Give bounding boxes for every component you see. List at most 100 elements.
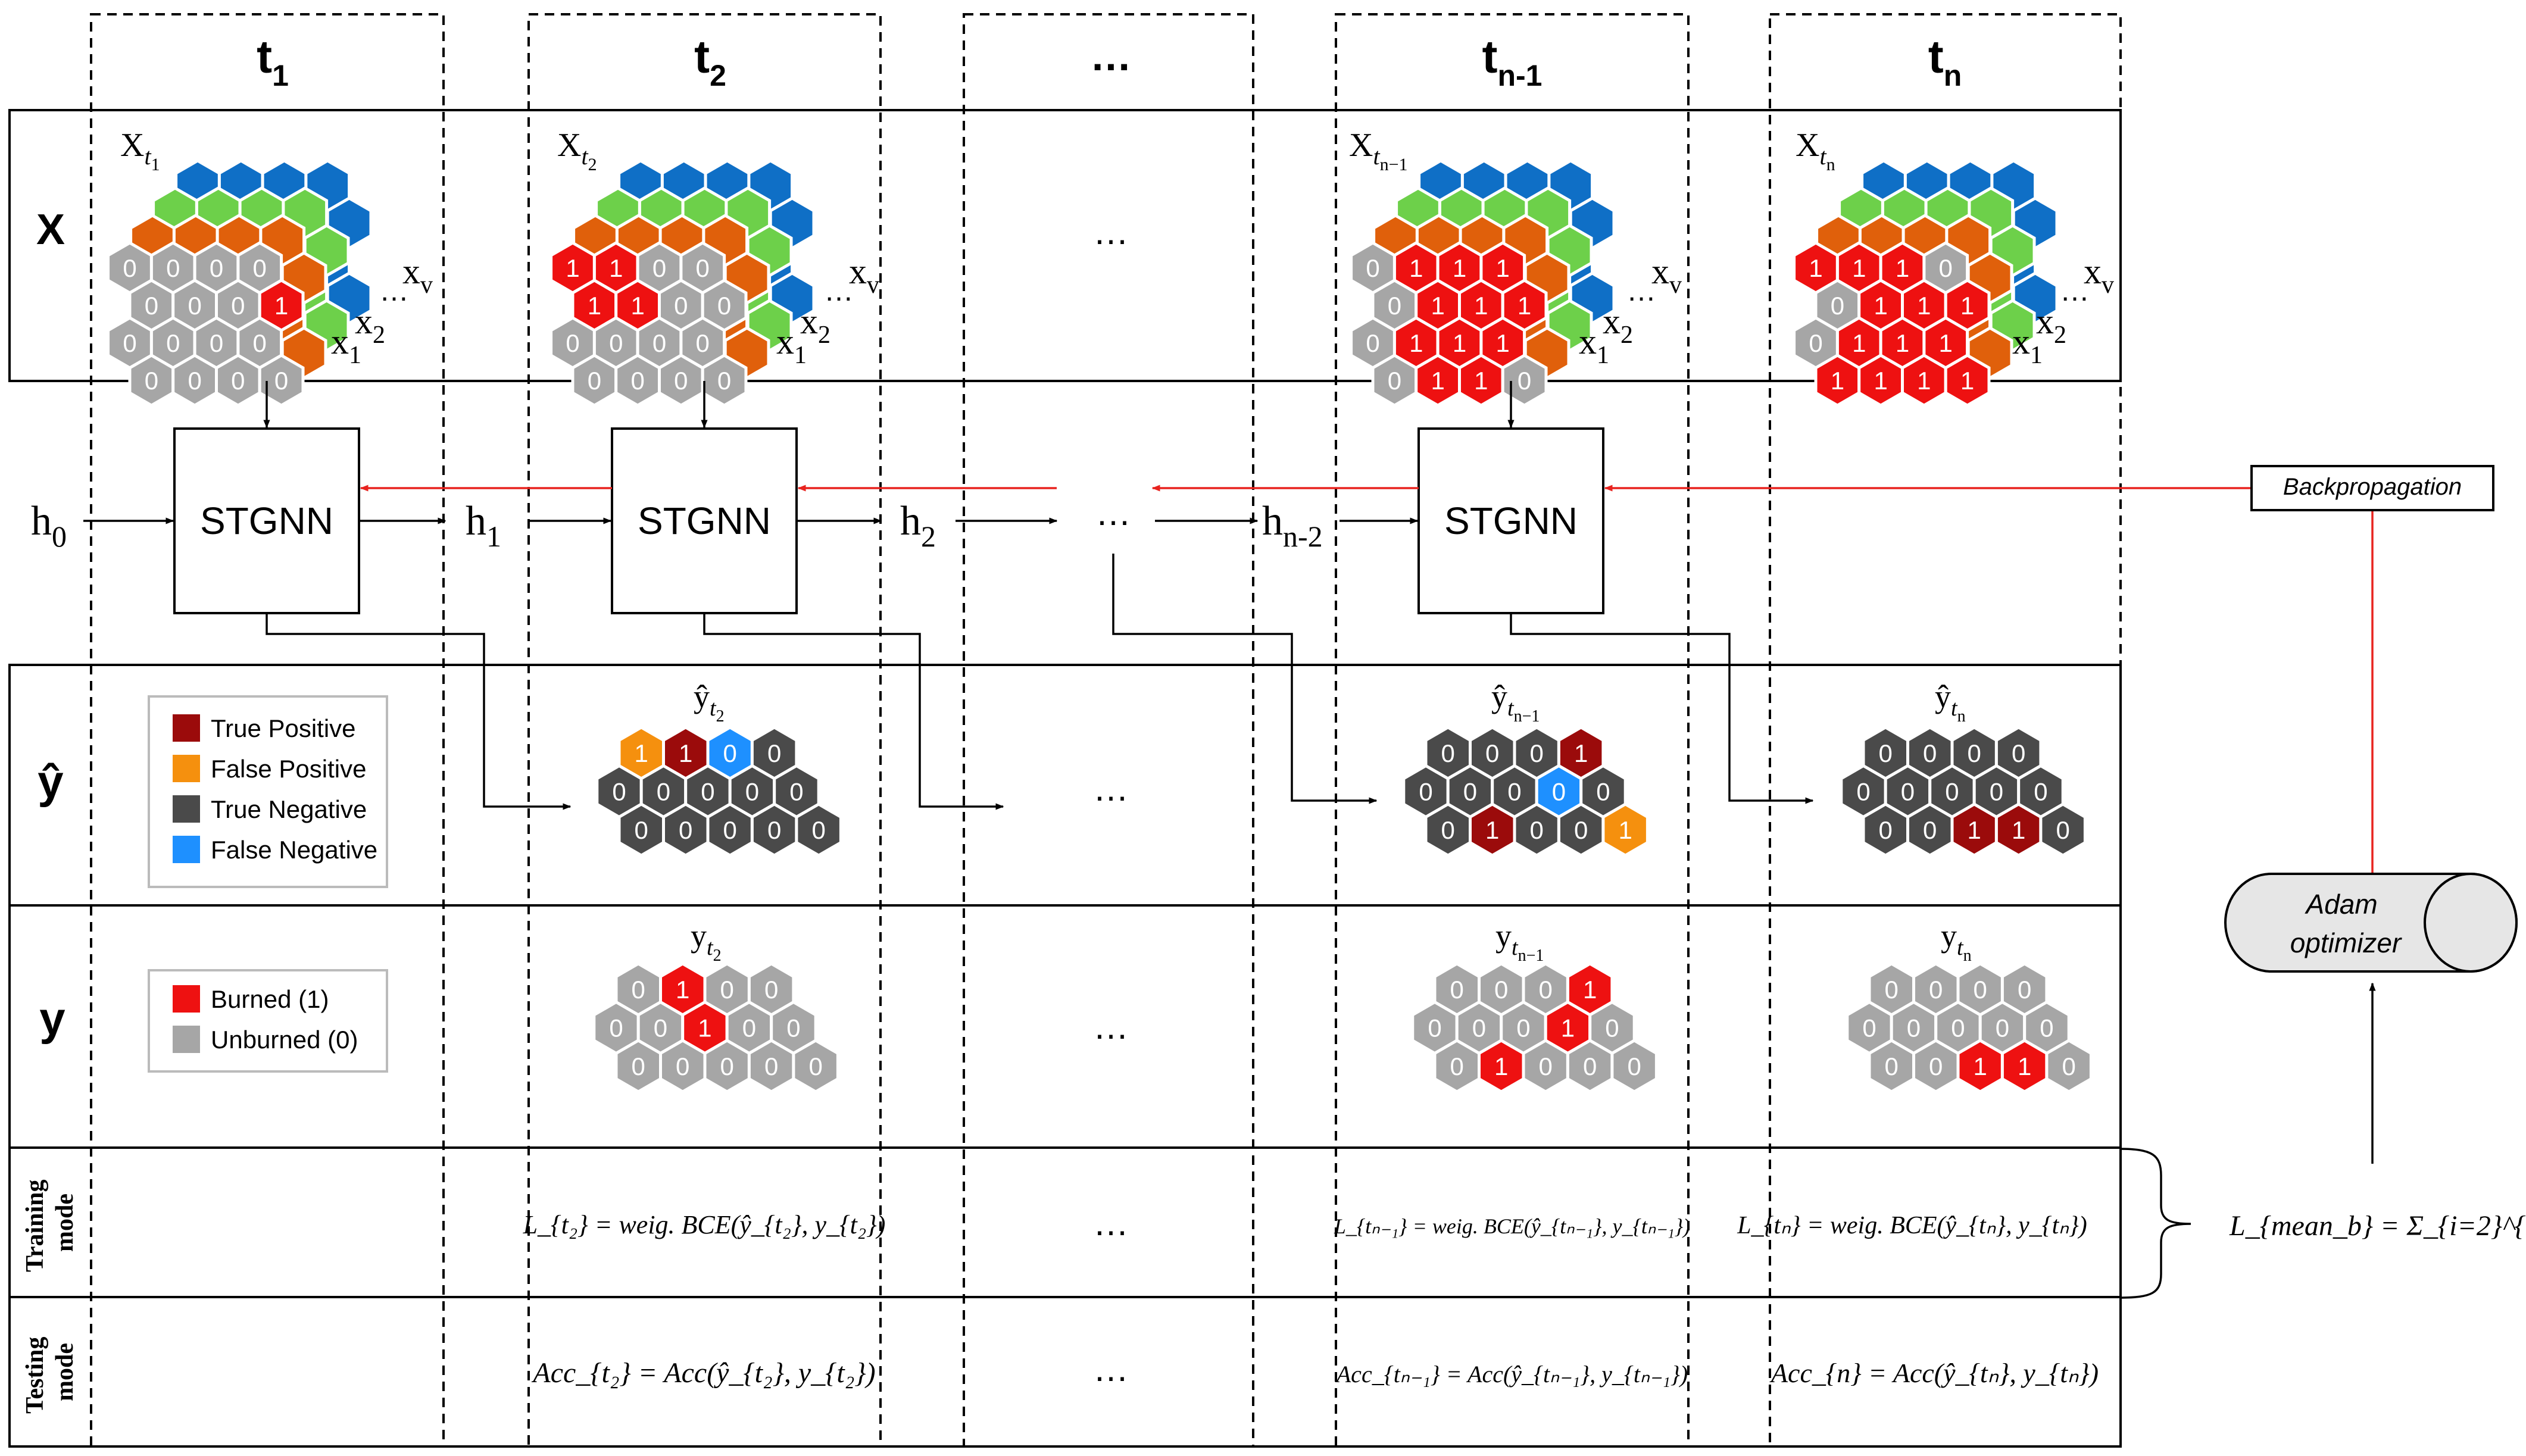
hex-value: 1 [630,292,644,320]
hex-value: 0 [210,329,223,357]
hex-cell: 0 [1610,1039,1658,1093]
feature-label-x2: x2 [800,302,830,349]
hex-value: 1 [1809,254,1822,282]
hex-shape [2045,1039,2093,1093]
hex-value: 1 [1917,367,1931,395]
hex-value: 1 [679,739,692,767]
hex-value: 0 [742,1014,756,1042]
ellipsis-markers: … … … … … [1093,212,1129,1389]
row-label-y: y [39,992,65,1045]
hex-cell: 0 [706,802,754,857]
feature-label-x1: x1 [331,322,361,369]
column-header-tn-1: tn-1 [1482,30,1543,92]
loss-brace [2119,1148,2191,1299]
feature-label-dots: … [1626,274,1656,307]
column-header-dots: … [1090,33,1132,79]
hex-cell: 0 [750,802,798,857]
hex-cell: 0 [549,316,596,370]
backprop-box: Backpropagation [2250,465,2494,511]
hex-value: 1 [1618,816,1632,844]
truth-legend-box [148,969,388,1073]
hex-value: 1 [1968,816,1981,844]
forward-arrows [83,381,2376,1164]
hex-cell: 1 [1901,354,1947,407]
hex-cell: 0 [1906,802,1954,857]
hex-cell: 0 [1862,802,1909,857]
pred-label-t2: ŷt2 [694,679,725,726]
hex-value: 0 [1990,778,2003,806]
hex-value: 1 [1874,292,1887,320]
loss-equation-tn-1: L_{tₙ₋₁} = weig. BCE(ŷ_{tₙ₋₁}, y_{tₙ₋₁}) [1334,1214,1690,1238]
hex-value: 0 [1879,816,1893,844]
hidden-state-labels: h0 h1 h2 hn-2 … [31,493,1323,553]
backprop-label: Backpropagation [2283,474,2462,500]
hex-value: 0 [1929,976,1943,1004]
hex-value: 1 [1852,329,1866,357]
hex-cell: 0 [1522,1039,1569,1093]
hex-value: 0 [1450,1052,1464,1080]
hex-cell: 1 [1857,354,1904,407]
hex-cell: 0 [1912,1039,1960,1093]
hex-value: 0 [767,816,781,844]
hex-cell: 0 [128,354,175,407]
hex-cell: 0 [215,354,261,407]
hex-cell: 1 [1944,279,1991,332]
legend-label: True Negative [211,795,367,823]
ellipsis-model: … [1095,493,1131,533]
hex-cell: 0 [1402,764,1450,819]
hex-cell: 1 [614,279,661,332]
hex-value: 0 [145,367,158,395]
hex-cell: 1 [1478,1039,1525,1093]
feature-label-x1: x1 [2012,322,2043,369]
hex-value: 0 [1574,816,1588,844]
hex-value: 1 [1896,329,1909,357]
hex-cell: 1 [1469,802,1516,857]
hex-cell: 0 [1868,1039,1915,1093]
row-bands [8,109,2122,1448]
hex-cell: 0 [639,764,688,819]
hidden-label-h1: h1 [466,498,501,553]
hex-value: 0 [654,1014,667,1042]
hex-shape [1610,1039,1658,1093]
hex-value: 0 [2062,1052,2075,1080]
hidden-label-hn-2: hn-2 [1262,498,1323,553]
legend-swatch [173,985,200,1013]
hex-value: 1 [1583,976,1597,1004]
hex-value: 0 [1507,778,1521,806]
hex-value: 1 [1960,292,1974,320]
hex-value: 0 [701,778,714,806]
hex-value: 0 [811,816,825,844]
feature-labels-t1: xv … x2 x1 [331,252,433,369]
column-frame-tn-1 [1335,13,1690,1448]
hex-value: 1 [1494,1052,1508,1080]
hex-value: 0 [1923,739,1937,767]
hex-value: 0 [145,292,158,320]
arrow-out-t1 [266,613,572,810]
hex-cell: 0 [701,279,748,332]
legend-item: Burned (1) [173,985,329,1013]
hex-cell: 0 [2039,802,2087,857]
hex-value: 0 [717,292,731,320]
hex-value: 0 [588,367,601,395]
column-frame-tn [1769,13,2122,1448]
hex-value: 0 [231,367,245,395]
hex-value: 0 [657,778,670,806]
hex-value: 0 [1419,778,1432,806]
feature-label-dots: … [824,274,854,307]
hex-value: 0 [1441,739,1455,767]
hex-value: 0 [652,254,666,282]
stgnn-block-tn-1 [1417,427,1604,614]
feature-labels-tn-1: xv … x2 x1 [1579,252,1682,369]
input-label-t1: Xt1 [120,127,160,174]
mean-loss-equation: L_{mean_b} = Σ_{i=2}^{n} L_{t_i} / (n − … [2229,1210,2526,1242]
hidden-label-h2: h2 [900,498,936,553]
hex-value: 1 [566,254,579,282]
hex-cell: 0 [595,764,643,819]
hex-cell: 0 [2023,1000,2071,1055]
truth-legend: Burned (1)Unburned (0) [148,969,388,1073]
stgnn-block-t1 [173,427,360,614]
hex-cell: 0 [662,802,710,857]
